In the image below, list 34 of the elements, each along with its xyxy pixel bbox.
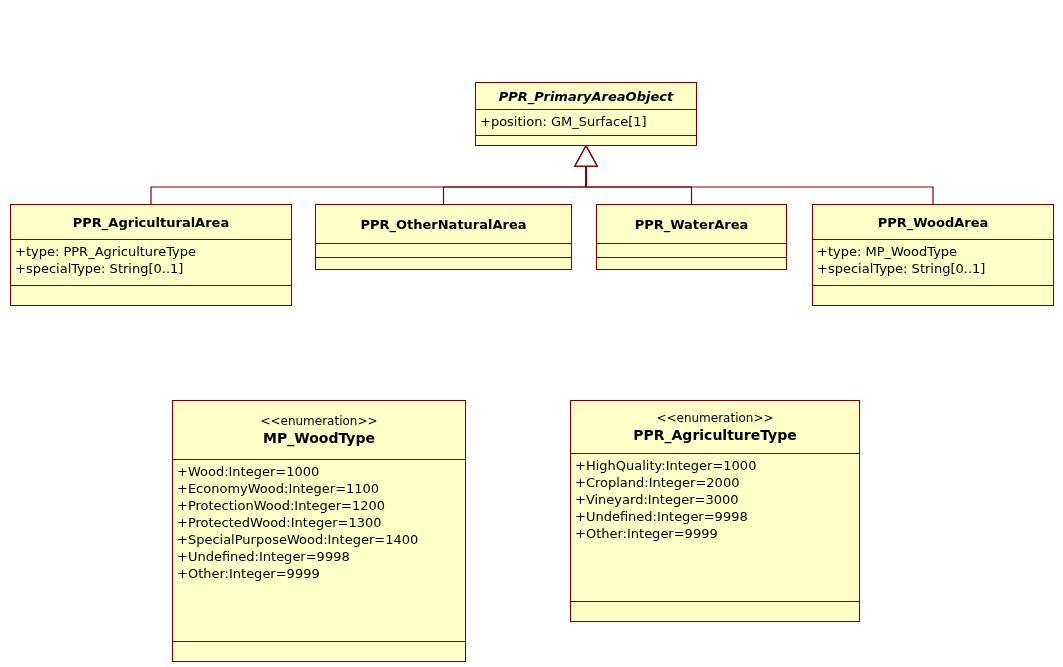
attribute-text: +Cropland:Integer=2000 [575,474,741,491]
class-box [570,400,860,622]
attribute-text: +position: GM_Surface[1] [480,113,648,130]
attribute-text: +specialType: String[0..1] [15,260,185,277]
attribute-text: +ProtectedWood:Integer=1300 [177,514,383,531]
generalization-arrow [574,145,934,205]
attribute-text: +EconomyWood:Integer=1100 [177,480,381,497]
attribute-text: +Other:Integer=9999 [575,525,719,542]
class-name: MP_WoodType [263,430,375,447]
attribute-text: +type: PPR_AgricultureType [15,243,197,260]
class-box [172,400,466,662]
class-name: PPR_WoodArea [877,213,989,231]
attribute-text: +Undefined:Integer=9998 [177,548,351,565]
class-name: PPR_AgricultureType [633,427,797,444]
class-name: PPR_AgriculturalArea [72,213,230,231]
attribute-text: +Vineyard:Integer=3000 [575,491,740,508]
attribute-text: +Wood:Integer=1000 [177,463,321,480]
class-box [812,204,1054,306]
class-box [10,204,292,306]
class-name: PPR_WaterArea [634,215,749,233]
class-name: PPR_PrimaryAreaObject [498,87,674,105]
class-box [315,204,572,270]
attribute-text: +HighQuality:Integer=1000 [575,457,758,474]
attribute-text: +Undefined:Integer=9998 [575,508,749,525]
attribute-text: +Other:Integer=9999 [177,565,321,582]
attribute-text: +SpecialPurposeWood:Integer=1400 [177,531,420,548]
attribute-text: +ProtectionWood:Integer=1200 [177,497,387,514]
class-box [596,204,787,270]
class-box [475,82,697,146]
class-name: PPR_OtherNaturalArea [360,215,527,233]
attribute-text: +specialType: String[0..1] [817,260,987,277]
attribute-text: +type: MP_WoodType [817,243,959,260]
stereotype-label: <<enumeration>> [260,413,378,430]
stereotype-label: <<enumeration>> [656,410,774,427]
